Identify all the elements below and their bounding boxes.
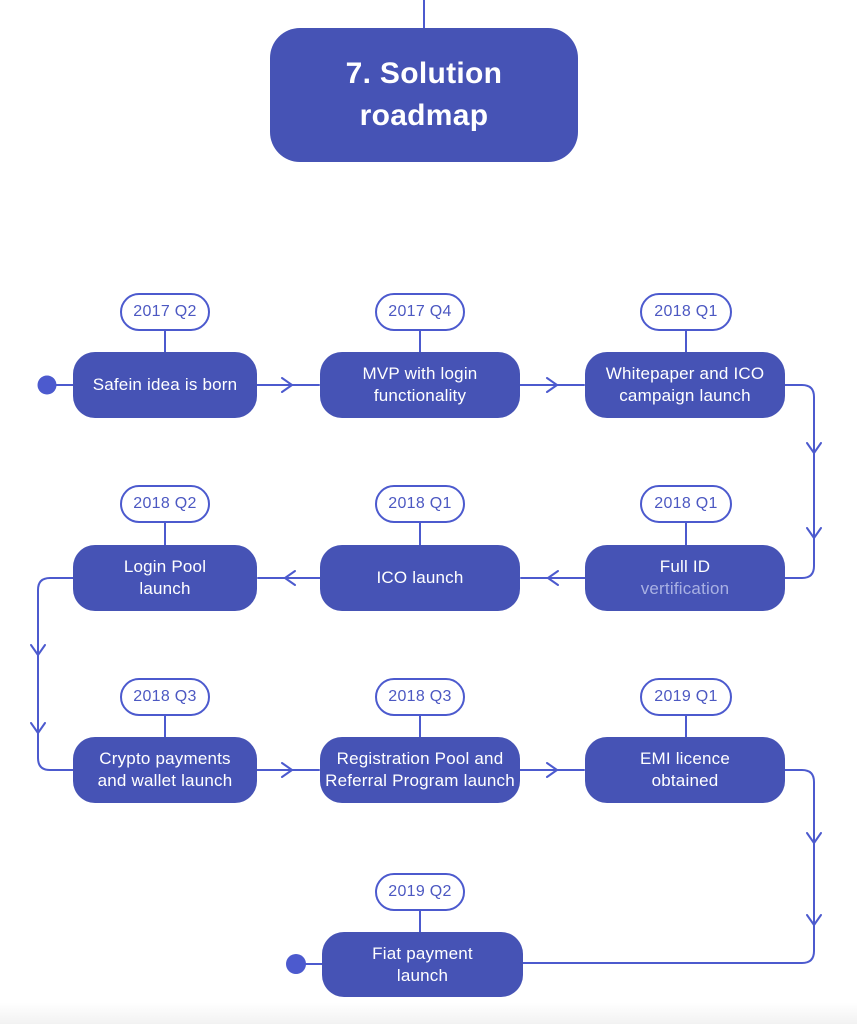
arrowhead-right-icon <box>281 762 293 778</box>
date-badge-registration: 2018 Q3 <box>375 678 465 716</box>
date-badge-label: 2018 Q3 <box>133 688 197 705</box>
date-badge-label: 2019 Q1 <box>654 688 718 705</box>
arrowhead-left-icon <box>284 570 296 586</box>
milestone-label: functionality <box>373 386 467 405</box>
date-badge-fiat: 2019 Q2 <box>375 873 465 911</box>
arrowhead-down-icon <box>806 442 822 454</box>
date-badge-label: 2017 Q2 <box>133 303 197 320</box>
milestone-ico-launch: ICO launch <box>320 545 520 611</box>
arrowhead-right-icon <box>546 762 558 778</box>
date-badge-label: 2018 Q1 <box>388 495 452 512</box>
connector-right-down-2 <box>522 769 815 964</box>
milestone-crypto-payments: Crypto payments and wallet launch <box>73 737 257 803</box>
milestone-mvp-login: MVP with login functionality <box>320 352 520 418</box>
milestone-login-pool: Login Pool launch <box>73 545 257 611</box>
milestone-registration-pool: Registration Pool and Referral Program l… <box>320 737 520 803</box>
milestone-emi-licence: EMI licence obtained <box>585 737 785 803</box>
page-title-line1: 7. Solution <box>345 57 503 90</box>
date-badge-emi: 2019 Q1 <box>640 678 732 716</box>
page-title-line2: roadmap <box>359 99 489 132</box>
arrowhead-right-icon <box>546 377 558 393</box>
arrowhead-right-icon <box>281 377 293 393</box>
arrowhead-down-icon <box>30 644 46 656</box>
page-bottom-edge <box>0 1002 857 1024</box>
milestone-sublabel: vertification <box>640 579 730 598</box>
milestone-label: Referral Program launch <box>325 771 515 790</box>
milestone-label: MVP with login <box>362 364 478 383</box>
date-badge-full-id: 2018 Q1 <box>640 485 732 523</box>
date-badge-label: 2018 Q2 <box>133 495 197 512</box>
milestone-label: EMI licence <box>639 749 731 768</box>
date-badge-label: 2018 Q1 <box>654 495 718 512</box>
milestone-whitepaper-ico: Whitepaper and ICO campaign launch <box>585 352 785 418</box>
milestone-safein-idea: Safein idea is born <box>73 352 257 418</box>
milestone-label: Login Pool <box>123 557 207 576</box>
date-badge-mvp: 2017 Q4 <box>375 293 465 331</box>
date-badge-crypto: 2018 Q3 <box>120 678 210 716</box>
page-title: 7. Solution roadmap <box>270 28 578 162</box>
arrowhead-left-icon <box>547 570 559 586</box>
milestone-label: campaign launch <box>619 386 751 405</box>
date-badge-label: 2017 Q4 <box>388 303 452 320</box>
connector-right-down-1 <box>784 384 815 579</box>
milestone-label: Registration Pool and <box>336 749 504 768</box>
milestone-label: ICO launch <box>376 568 464 587</box>
milestone-label: and wallet launch <box>97 771 233 790</box>
end-dot <box>286 954 306 974</box>
milestone-label: launch <box>139 579 191 598</box>
arrowhead-down-icon <box>806 832 822 844</box>
date-badge-whitepaper: 2018 Q1 <box>640 293 732 331</box>
milestone-label: Crypto payments <box>99 749 231 768</box>
date-badge-ico-launch: 2018 Q1 <box>375 485 465 523</box>
milestone-label: Safein idea is born <box>92 375 238 394</box>
connector-left-down <box>37 577 74 771</box>
date-badge-safein: 2017 Q2 <box>120 293 210 331</box>
milestone-label: obtained <box>651 771 719 790</box>
milestone-label: Whitepaper and ICO <box>605 364 765 383</box>
milestone-fiat-payment: Fiat payment launch <box>322 932 523 997</box>
date-badge-label: 2019 Q2 <box>388 883 452 900</box>
arrowhead-down-icon <box>806 914 822 926</box>
milestone-label: Full ID <box>659 557 711 576</box>
date-badge-label: 2018 Q1 <box>654 303 718 320</box>
start-dot <box>37 375 57 395</box>
milestone-full-id-verification: Full ID vertification <box>585 545 785 611</box>
arrowhead-down-icon <box>806 527 822 539</box>
date-badge-label: 2018 Q3 <box>388 688 452 705</box>
milestone-label: launch <box>396 965 449 985</box>
arrowhead-down-icon <box>30 722 46 734</box>
date-badge-login-pool: 2018 Q2 <box>120 485 210 523</box>
milestone-label: Fiat payment <box>372 943 473 963</box>
